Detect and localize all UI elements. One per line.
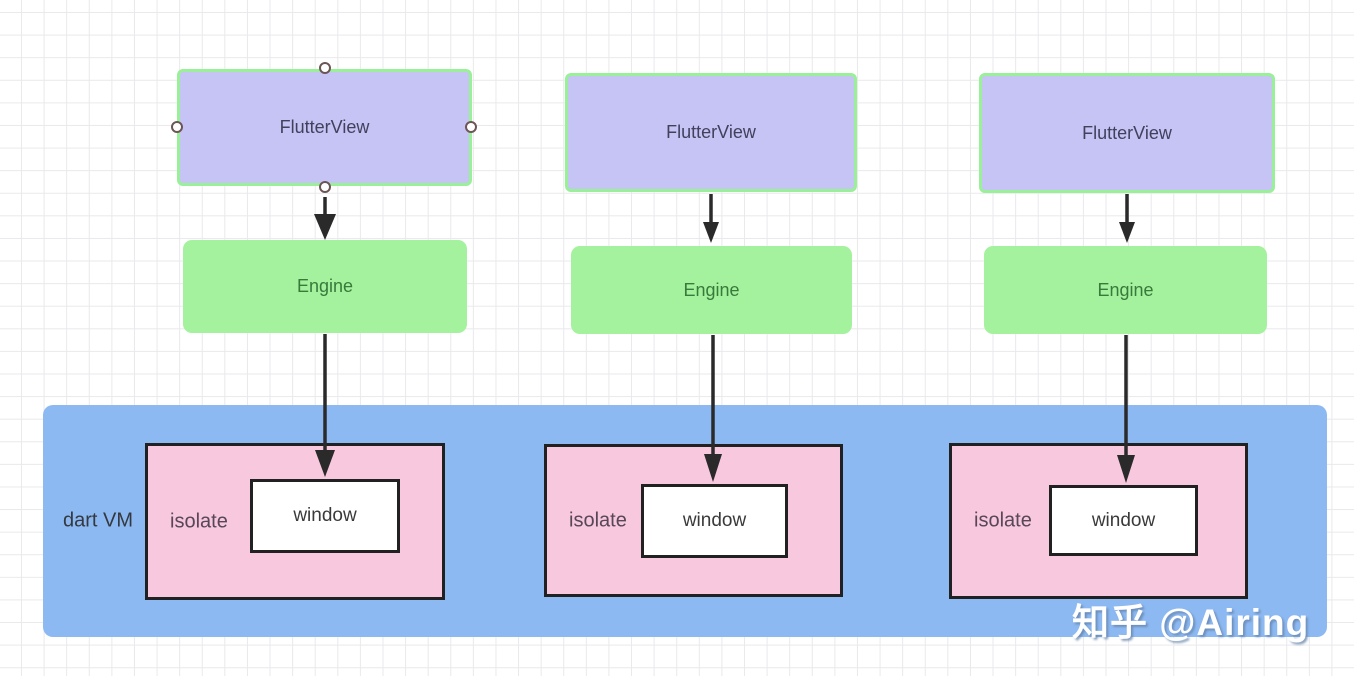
engine-node-3[interactable]: Engine xyxy=(984,246,1267,334)
flutterview-node-3[interactable]: FlutterView xyxy=(979,73,1275,193)
connector-flutterview-engine-3[interactable] xyxy=(1119,194,1135,243)
connector-flutterview-engine-1[interactable] xyxy=(314,197,336,240)
window-node-3[interactable]: window xyxy=(1049,485,1198,556)
engine-label: Engine xyxy=(683,279,740,300)
engine-node-2[interactable]: Engine xyxy=(571,246,852,334)
selection-handle-top[interactable] xyxy=(319,62,331,74)
flutterview-label: FlutterView xyxy=(1082,122,1172,143)
window-label: window xyxy=(293,505,357,526)
selection-handle-bottom[interactable] xyxy=(319,181,331,193)
window-label: window xyxy=(1091,509,1156,531)
dartvm-label: dart VM xyxy=(63,509,134,532)
selection-handle-right[interactable] xyxy=(465,121,477,133)
engine-label: Engine xyxy=(296,276,354,296)
window-label: window xyxy=(682,510,747,531)
engine-node-1[interactable]: Engine xyxy=(183,240,467,333)
flutterview-label: FlutterView xyxy=(279,117,370,137)
window-node-1[interactable]: window xyxy=(250,479,400,553)
watermark-text: 知乎 @Airing xyxy=(1072,602,1310,643)
connector-flutterview-engine-2[interactable] xyxy=(703,194,719,243)
isolate-label: isolate xyxy=(569,509,627,531)
engine-label: Engine xyxy=(1097,279,1154,300)
window-node-2[interactable]: window xyxy=(641,484,788,558)
selection-handle-left[interactable] xyxy=(171,121,183,133)
isolate-label: isolate xyxy=(974,509,1032,532)
isolate-label: isolate xyxy=(170,510,228,532)
flutterview-node-2[interactable]: FlutterView xyxy=(565,73,857,192)
flutterview-label: FlutterView xyxy=(666,122,756,142)
flutterview-node-1[interactable]: FlutterView xyxy=(177,69,472,186)
